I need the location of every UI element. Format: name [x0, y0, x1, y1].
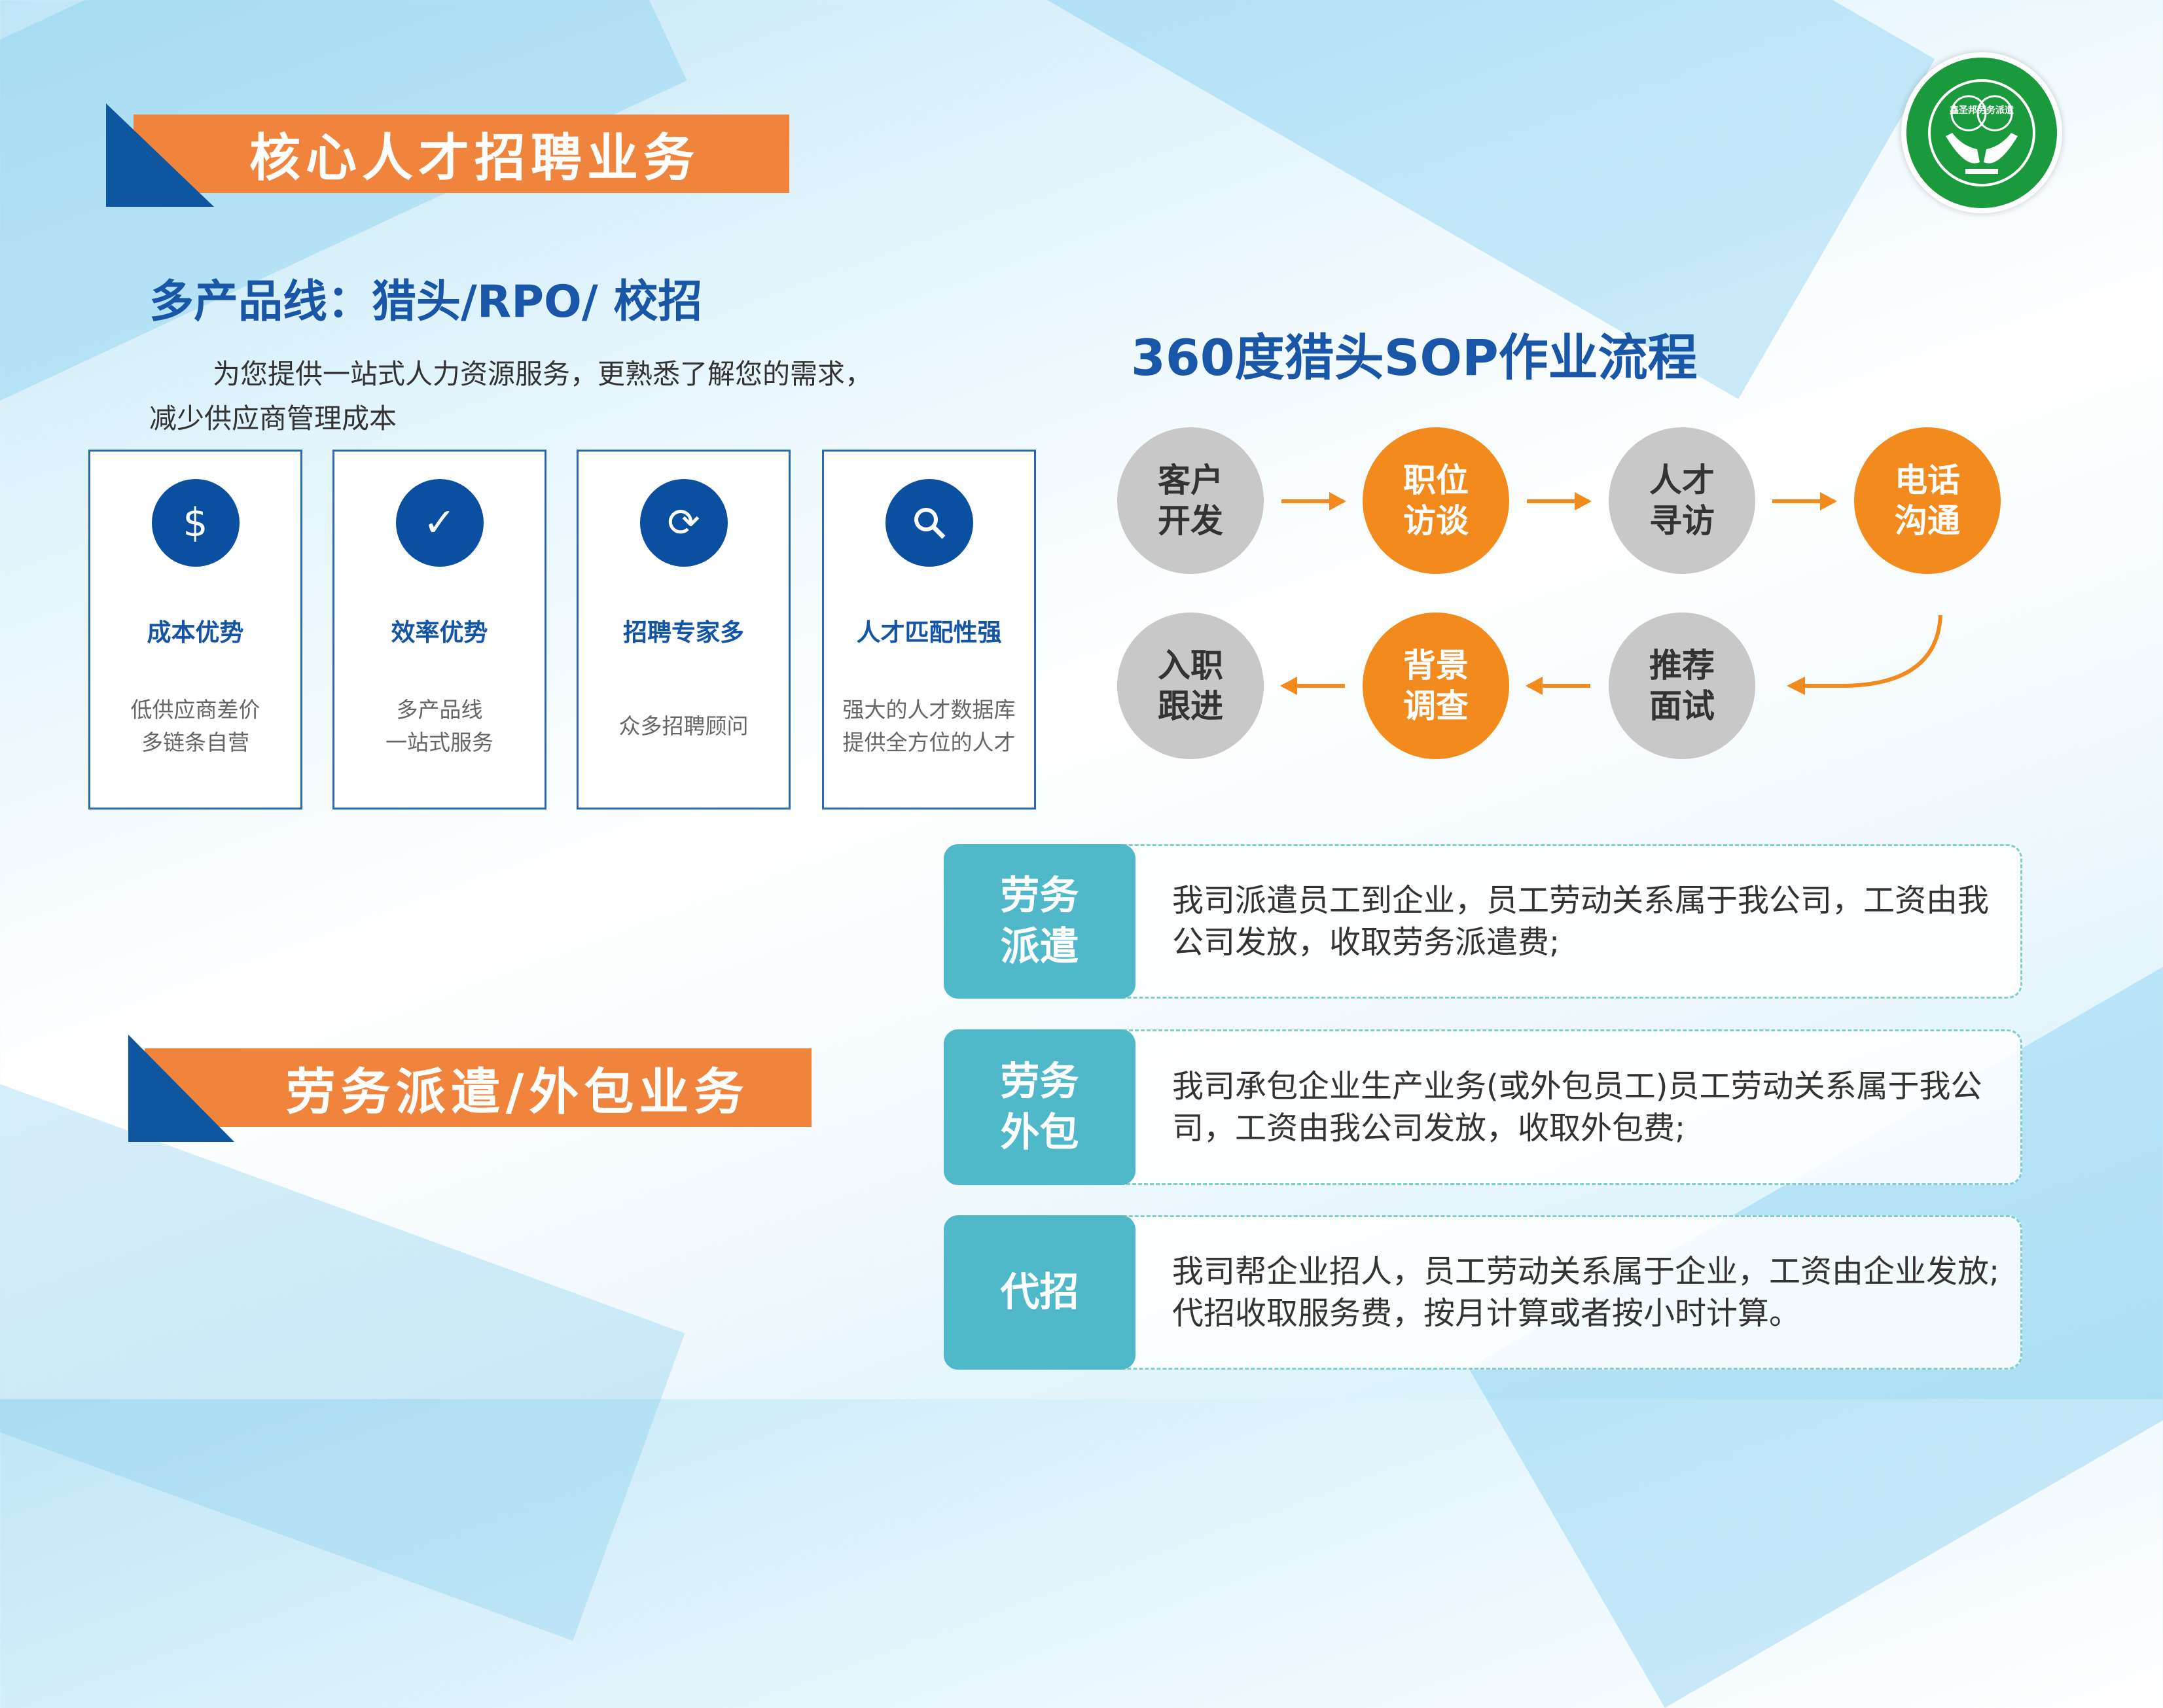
intro-line-1: 为您提供一站式人力资源服务，更熟悉了解您的需求，: [213, 358, 873, 390]
arrow-right-icon: [1527, 492, 1592, 510]
sop-step: 推荐面试: [1609, 613, 1755, 759]
dispatch-outsource-banner: 劳务派遣/外包业务: [145, 1048, 812, 1127]
card-desc: 众多招聘顾问: [618, 713, 749, 739]
card-title: 效率优势: [391, 618, 488, 647]
logo-name: 鑫圣邦劳务派遣: [1950, 105, 2014, 116]
service-label: 代招: [944, 1215, 1135, 1370]
intro-line-2: 减少供应商管理成本: [149, 402, 397, 435]
card-title: 人才匹配性强: [856, 618, 1002, 647]
service-label: 劳务外包: [944, 1029, 1135, 1185]
card-desc: 提供全方位的人才: [842, 730, 1016, 755]
sop-step: 电话沟通: [1854, 427, 2001, 574]
card-desc: 多产品线: [396, 697, 483, 722]
sop-step: 入职跟进: [1117, 613, 1264, 759]
card-experts: ⟳ 招聘专家多 众多招聘顾问: [577, 450, 791, 810]
banner-title: 劳务派遣/外包业务: [285, 1063, 749, 1121]
service-desc: 我司派遣员工到企业，员工劳动关系属于我公司，工资由我公司发放，收取劳务派遣费;: [1172, 882, 1990, 961]
curved-arrow-icon: [1787, 614, 1942, 695]
check-icon: ✓: [395, 479, 484, 567]
sop-step: 客户开发: [1117, 427, 1264, 574]
service-recruit-agent: 代招 我司帮企业招人，员工劳动关系属于企业，工资由企业发放;代招收取服务费，按月…: [944, 1215, 2022, 1370]
money-bag-icon: $: [151, 479, 240, 567]
arrow-left-icon: [1526, 677, 1590, 695]
service-dispatch: 劳务派遣 我司派遣员工到企业，员工劳动关系属于我公司，工资由我公司发放，收取劳务…: [944, 844, 2022, 999]
service-desc: 我司承包企业生产业务(或外包员工)员工劳动关系属于我公司，工资由我公司发放，收取…: [1172, 1068, 1982, 1147]
logo-emblem-icon: [1928, 79, 2035, 187]
card-title: 招聘专家多: [623, 618, 744, 647]
banner-triangle: [128, 1035, 234, 1142]
service-label: 劳务派遣: [944, 844, 1135, 999]
banner-triangle: [106, 103, 214, 207]
sop-title: 360度猎头SOP作业流程: [1131, 329, 1698, 387]
arrow-left-icon: [1280, 677, 1345, 695]
arrow-right-icon: [1281, 492, 1346, 510]
card-efficiency: ✓ 效率优势 多产品线一站式服务: [332, 450, 546, 810]
sop-step: 职位访谈: [1363, 427, 1509, 574]
service-outsource: 劳务外包 我司承包企业生产业务(或外包员工)员工劳动关系属于我公司，工资由我公司…: [944, 1029, 2022, 1185]
sop-step: 人才寻访: [1609, 427, 1755, 574]
card-desc: 多链条自营: [141, 730, 249, 755]
core-recruit-banner: 核心人才招聘业务: [134, 115, 789, 193]
card-matching: 人才匹配性强 强大的人才数据库提供全方位的人才: [822, 450, 1036, 810]
arrow-right-icon: [1772, 492, 1837, 510]
card-cost: $ 成本优势 低供应商差价多链条自营: [88, 450, 302, 810]
card-desc: 低供应商差价: [130, 697, 260, 722]
company-logo: 鑫圣邦劳务派遣: [1901, 52, 2062, 213]
recruit-cycle-icon: ⟳: [639, 479, 728, 567]
product-line-subtitle: 多产品线：猎头/RPO/ 校招: [149, 276, 703, 328]
sop-step: 背景调查: [1363, 613, 1509, 759]
card-desc: 强大的人才数据库: [842, 697, 1016, 722]
card-title: 成本优势: [147, 618, 244, 647]
search-icon: [885, 479, 973, 567]
banner-title: 核心人才招聘业务: [249, 129, 700, 188]
service-desc: 我司帮企业招人，员工劳动关系属于企业，工资由企业发放;代招收取服务费，按月计算或…: [1172, 1253, 2000, 1332]
card-desc: 一站式服务: [385, 730, 493, 755]
